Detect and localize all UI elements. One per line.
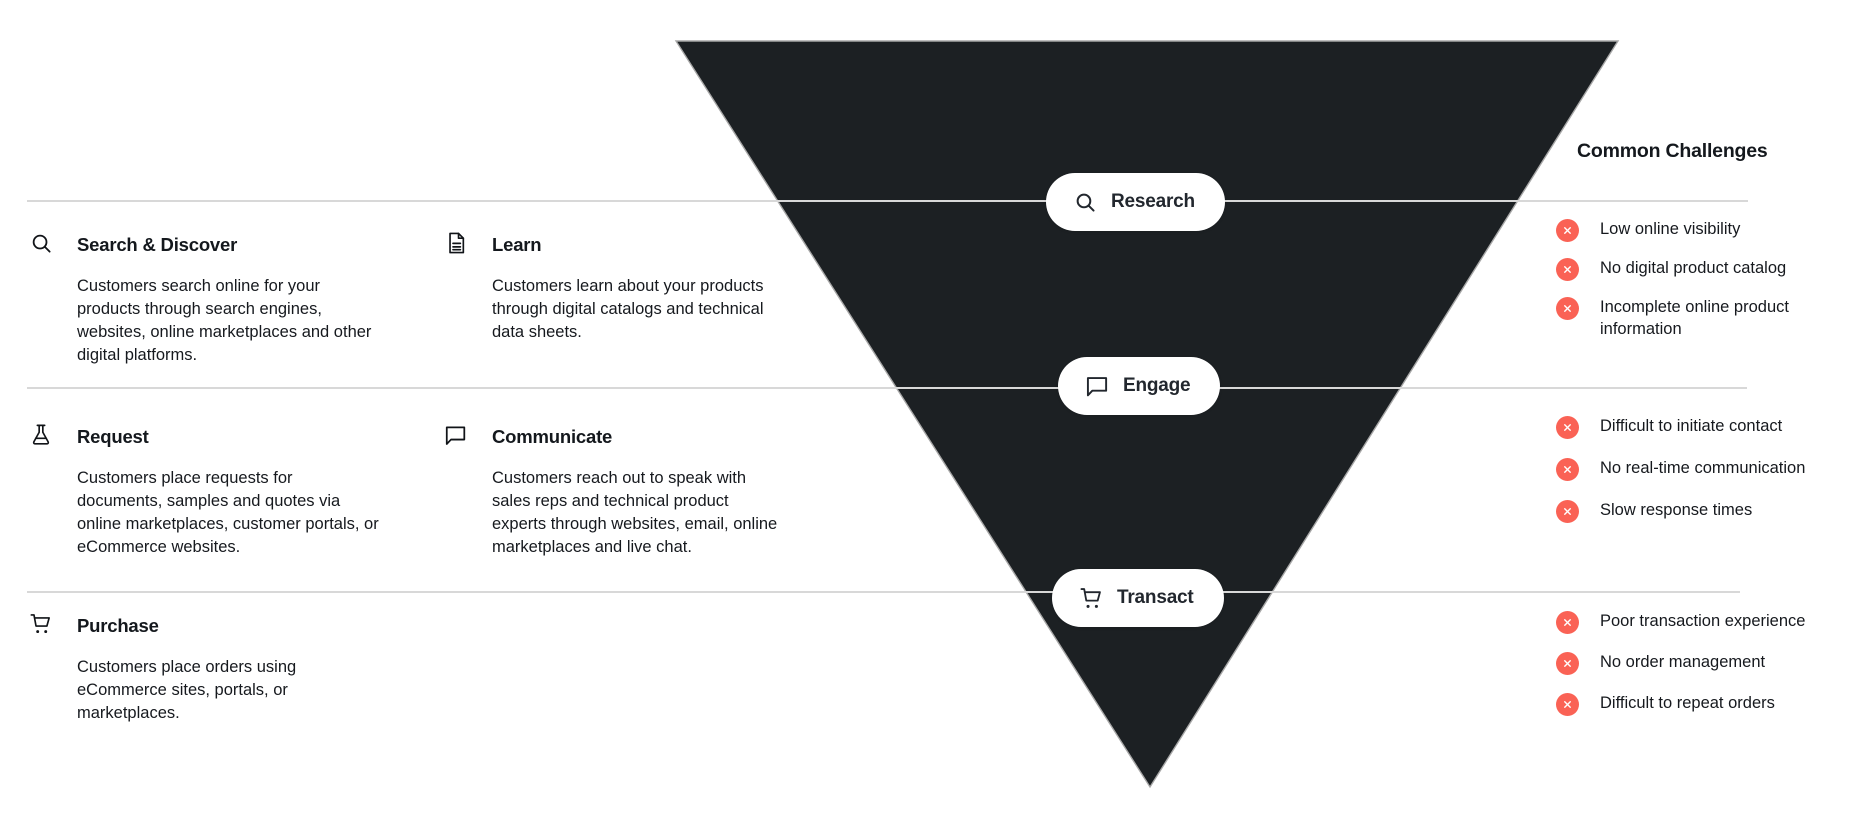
- challenge-label: Slow response times: [1600, 501, 1753, 519]
- flask-icon: [27, 421, 55, 449]
- challenge-label: Poor transaction experience: [1600, 612, 1806, 630]
- funnel-stage-engage[interactable]: Engage: [1058, 357, 1221, 415]
- challenge-label: No real-time communication: [1600, 459, 1806, 477]
- challenge-label: No order management: [1600, 653, 1766, 671]
- stage-card-body: Customers place orders using eCommerce s…: [77, 658, 297, 722]
- x-mark-icon: [1556, 219, 1579, 242]
- stage-card-communicate: Communicate Customers reach out to speak…: [442, 424, 842, 559]
- stage-card-title: Purchase: [77, 615, 159, 636]
- shopping-cart-icon: [27, 610, 55, 638]
- shopping-cart-icon: [1078, 585, 1105, 612]
- challenge-label: Incomplete online product information: [1600, 298, 1789, 338]
- challenge-item: Difficult to initiate contact: [1556, 415, 1875, 439]
- funnel-stage-label: Transact: [1117, 587, 1194, 608]
- challenge-item: Difficult to repeat orders: [1556, 692, 1875, 716]
- search-icon: [27, 229, 55, 257]
- challenge-item: Slow response times: [1556, 499, 1875, 523]
- x-mark-icon: [1556, 258, 1579, 281]
- challenge-label: Difficult to repeat orders: [1600, 694, 1775, 712]
- stage-card-search-discover: Search & Discover Customers search onlin…: [27, 232, 427, 367]
- stage-card-learn: Learn Customers learn about your product…: [442, 232, 842, 344]
- chat-bubble-icon: [442, 421, 470, 449]
- stage-card-body: Customers place requests for documents, …: [77, 469, 379, 556]
- document-icon: [442, 229, 470, 257]
- challenge-item: Poor transaction experience: [1556, 610, 1875, 634]
- challenges-group-research: Low online visibility No digital product…: [1556, 218, 1875, 355]
- x-mark-icon: [1556, 297, 1579, 320]
- challenge-label: Low online visibility: [1600, 220, 1741, 238]
- x-mark-icon: [1556, 416, 1579, 439]
- challenges-group-transact: Poor transaction experience No order man…: [1556, 610, 1875, 733]
- stage-card-title: Communicate: [492, 426, 613, 447]
- x-mark-icon: [1556, 693, 1579, 716]
- stage-card-purchase: Purchase Customers place orders using eC…: [27, 613, 427, 725]
- challenge-item: No real-time communication: [1556, 457, 1875, 481]
- chat-bubble-icon: [1084, 373, 1111, 400]
- funnel-stage-research[interactable]: Research: [1046, 173, 1225, 231]
- stage-card-body: Customers learn about your products thro…: [492, 277, 764, 341]
- stage-card-title: Request: [77, 426, 149, 447]
- divider-row-3: [27, 591, 1740, 593]
- challenge-item: Low online visibility: [1556, 218, 1875, 242]
- challenge-item: No order management: [1556, 651, 1875, 675]
- x-mark-icon: [1556, 500, 1579, 523]
- stage-card-request: Request Customers place requests for doc…: [27, 424, 427, 559]
- challenge-label: No digital product catalog: [1600, 259, 1787, 277]
- divider-row-2: [27, 387, 1747, 389]
- stage-card-body: Customers search online for your product…: [77, 277, 372, 364]
- funnel-stage-label: Engage: [1123, 375, 1191, 396]
- x-mark-icon: [1556, 458, 1579, 481]
- x-mark-icon: [1556, 611, 1579, 634]
- funnel-stage-label: Research: [1111, 191, 1195, 212]
- challenges-group-engage: Difficult to initiate contact No real-ti…: [1556, 415, 1875, 541]
- challenge-item: Incomplete online product information: [1556, 296, 1875, 340]
- x-mark-icon: [1556, 652, 1579, 675]
- challenges-header: Common Challenges: [1556, 140, 1856, 163]
- stage-card-body: Customers reach out to speak with sales …: [492, 469, 778, 556]
- challenges-title: Common Challenges: [1577, 140, 1768, 162]
- search-icon: [1072, 189, 1099, 216]
- funnel-stage-transact[interactable]: Transact: [1052, 569, 1224, 627]
- challenge-item: No digital product catalog: [1556, 257, 1875, 281]
- divider-row-1: [27, 200, 1748, 202]
- challenge-label: Difficult to initiate contact: [1600, 417, 1783, 435]
- stage-card-title: Search & Discover: [77, 234, 238, 255]
- stage-card-title: Learn: [492, 234, 542, 255]
